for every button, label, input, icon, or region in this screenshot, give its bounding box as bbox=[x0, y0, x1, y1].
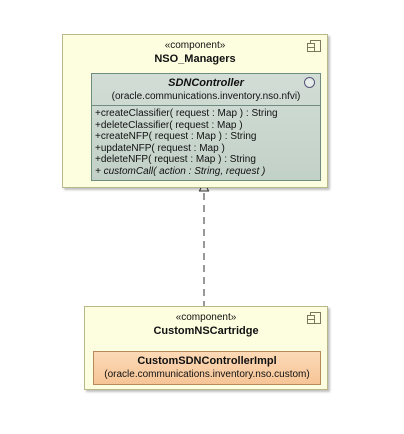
operation: +deleteClassifier( request : Map ) bbox=[95, 119, 243, 131]
operation-abstract: + customCall( action : String, request ) bbox=[95, 165, 266, 177]
class-package: (oracle.communications.inventory.nso.cus… bbox=[104, 369, 310, 380]
component-name: CustomNSCartridge bbox=[153, 325, 259, 337]
component-icon bbox=[307, 40, 321, 52]
component-nso-managers[interactable]: «component» NSO_Managers SDNController (… bbox=[62, 34, 328, 188]
interface-circle-icon bbox=[304, 77, 315, 88]
class-sdn-controller[interactable]: SDNController (oracle.communications.inv… bbox=[91, 73, 321, 181]
component-icon bbox=[307, 312, 321, 324]
class-custom-sdn-controller-impl[interactable]: CustomSDNControllerImpl (oracle.communic… bbox=[93, 351, 321, 385]
component-custom-ns-cartridge[interactable]: «component» CustomNSCartridge CustomSDNC… bbox=[84, 306, 328, 390]
component-stereotype: «component» bbox=[175, 312, 237, 323]
operation: +deleteNFP( request : Map ) : String bbox=[95, 154, 256, 166]
class-name: CustomSDNControllerImpl bbox=[137, 355, 277, 367]
operations-compartment: +createClassifier( request : Map ) : Str… bbox=[92, 105, 320, 178]
operation: +createClassifier( request : Map ) : Str… bbox=[95, 108, 278, 119]
class-name: SDNController bbox=[168, 77, 244, 89]
operation: +updateNFP( request : Map ) bbox=[95, 142, 225, 154]
component-stereotype: «component» bbox=[164, 40, 226, 51]
component-name: NSO_Managers bbox=[154, 53, 236, 65]
operation: +createNFP( request : Map ) : String bbox=[95, 131, 257, 143]
class-package: (oracle.communications.inventory.nso.nfv… bbox=[111, 91, 301, 102]
